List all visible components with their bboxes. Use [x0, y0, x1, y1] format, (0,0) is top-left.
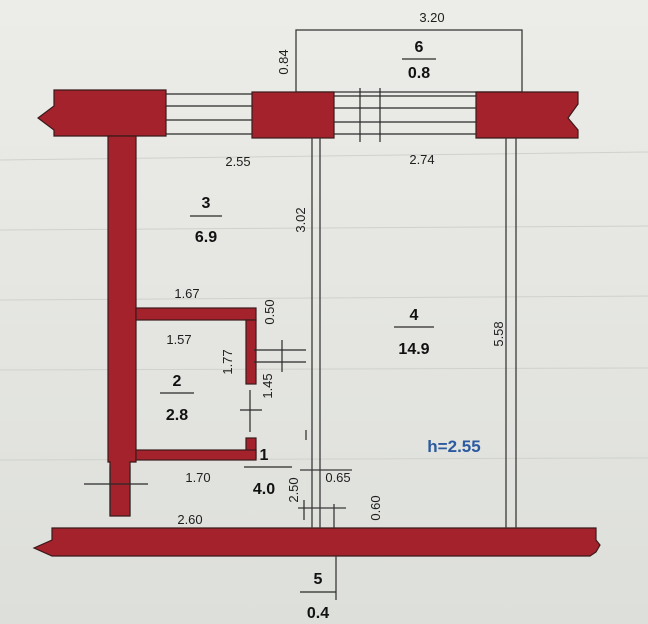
room-3-area: 6.9 — [195, 229, 217, 246]
dim-bath-door: 1.45 — [260, 373, 275, 398]
dim-closet-width: 0.65 — [325, 470, 350, 485]
room-5-label: 5 0.4 — [300, 571, 336, 622]
room-1-number: 1 — [260, 447, 269, 464]
top-wall-left — [37, 89, 167, 137]
top-wall-middle — [251, 91, 335, 139]
dim-room4-side: 5.58 — [491, 321, 506, 346]
room-3-number: 3 — [202, 195, 211, 212]
dim-bath-gap: 0.50 — [262, 299, 277, 324]
room-6-number: 6 — [415, 39, 424, 56]
bathroom-wall-bottom — [135, 449, 257, 461]
bathroom-wall-right — [245, 319, 257, 385]
room-4-label: 4 14.9 — [394, 307, 434, 358]
dim-room3-side: 3.02 — [293, 207, 308, 232]
room-2-area: 2.8 — [166, 407, 188, 424]
window-left — [166, 93, 252, 135]
window-right — [334, 88, 476, 142]
room-6-label: 6 0.8 — [402, 39, 436, 82]
dim-closet-depth: 0.60 — [368, 495, 383, 520]
dim-bath-top-outer: 1.67 — [174, 286, 199, 301]
room-4-number: 4 — [410, 307, 419, 324]
room-5-area: 0.4 — [307, 605, 329, 622]
room-4-area: 14.9 — [398, 341, 429, 358]
dim-balcony-depth: 0.84 — [276, 49, 291, 74]
room-2-label: 2 2.8 — [160, 373, 194, 424]
bathroom-wall-top — [135, 307, 257, 321]
closet-outline — [298, 430, 352, 600]
bottom-wall — [32, 527, 601, 557]
room-5-number: 5 — [314, 571, 323, 588]
bathroom-door — [240, 340, 306, 432]
room-6-area: 0.8 — [408, 65, 430, 82]
dim-bath-top-inner: 1.57 — [166, 332, 191, 347]
dim-bath-side: 1.77 — [220, 349, 235, 374]
left-wall — [107, 135, 137, 517]
dim-room4-top: 2.74 — [409, 152, 434, 167]
left-wall-opening — [84, 466, 148, 516]
room-1-area: 4.0 — [253, 481, 275, 498]
dim-bottom-width: 2.60 — [177, 512, 202, 527]
paper-texture — [0, 151, 648, 461]
dim-room3-top: 2.55 — [225, 154, 250, 169]
dim-hall-side: 2.50 — [286, 477, 301, 502]
dim-balcony-width: 3.20 — [419, 10, 444, 25]
balcony-outline — [295, 29, 523, 93]
room-3-label: 3 6.9 — [190, 195, 222, 246]
top-wall-right — [475, 91, 579, 139]
room-2-number: 2 — [173, 373, 182, 390]
ceiling-height-note: h=2.55 — [427, 437, 480, 456]
room-1-label: 1 4.0 — [244, 447, 292, 498]
dim-hall-width: 1.70 — [185, 470, 210, 485]
